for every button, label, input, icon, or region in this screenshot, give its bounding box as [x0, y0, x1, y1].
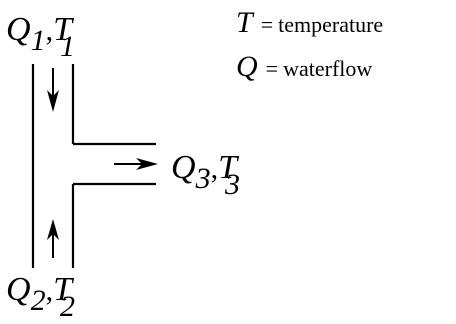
outlet-flow-index: 3	[195, 162, 211, 195]
inlet-2-flow-index: 2	[31, 284, 46, 317]
inlet-2-separator: ,	[46, 274, 54, 307]
inlet-1-temp-symbol: T	[53, 11, 74, 48]
outlet-flow-symbol: Q	[171, 149, 196, 186]
legend: T=temperature Q=waterflow	[236, 6, 383, 83]
flow-arrow-outlet	[114, 158, 158, 170]
legend-entry-temperature: T=temperature	[236, 6, 383, 39]
inlet-2-label: Q2,T2	[6, 271, 75, 323]
legend-entry-waterflow: Q =waterflow	[236, 50, 372, 83]
legend-temperature-meaning: temperature	[278, 12, 383, 37]
inlet-1-separator: ,	[46, 14, 54, 47]
outlet-separator: ,	[211, 152, 219, 185]
outlet-label: Q3,T3	[171, 149, 240, 201]
inlet-1-label: Q1,T1	[6, 11, 75, 63]
legend-waterflow-equals: =	[266, 56, 278, 81]
legend-temperature-symbol: T	[236, 6, 255, 39]
flow-arrow-inlet-2	[47, 219, 59, 258]
inlet-2-temp-symbol: T	[53, 271, 74, 308]
legend-waterflow-symbol: Q	[236, 50, 258, 83]
outlet-temp-symbol: T	[218, 149, 239, 186]
outlet-temp-index: 3	[224, 168, 240, 201]
tee-pipe	[31, 64, 156, 268]
legend-temperature-equals: =	[261, 12, 273, 37]
legend-waterflow-meaning: waterflow	[283, 56, 372, 81]
inlet-2-temp-index: 2	[60, 290, 75, 323]
inlet-1-flow-symbol: Q	[6, 11, 31, 48]
inlet-1-flow-index: 1	[31, 24, 46, 57]
flow-arrow-inlet-1	[47, 68, 59, 112]
inlet-2-flow-symbol: Q	[6, 271, 31, 308]
inlet-1-temp-index: 1	[60, 30, 75, 63]
